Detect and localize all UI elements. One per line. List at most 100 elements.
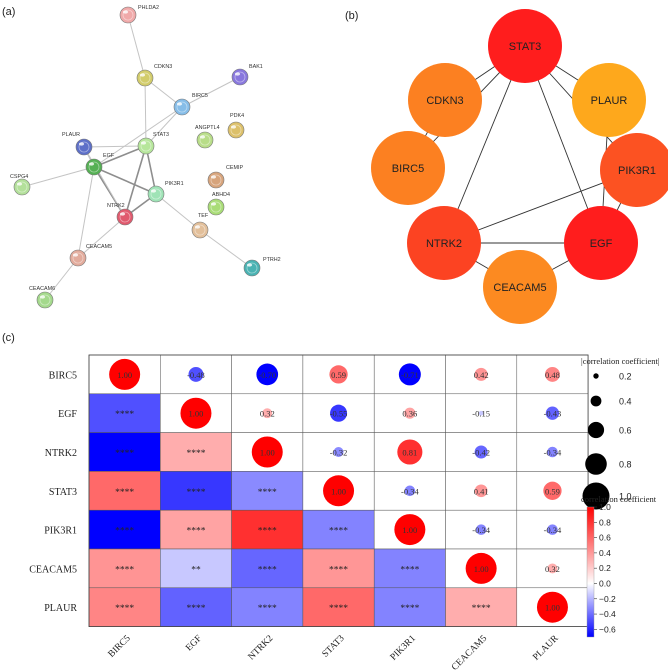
matrix-cell: 0.32 — [516, 548, 589, 589]
size-legend: |correlation coefficient|0.20.40.60.81.0 — [581, 356, 660, 510]
hub-node: PIK3R1 — [600, 133, 668, 207]
node-label: CEACAM5 — [86, 244, 112, 250]
column-label: CEACAM5 — [450, 633, 489, 670]
matrix-cell: -0.15 — [445, 393, 518, 433]
significance-label: **** — [186, 449, 205, 459]
network-node: ANGPTL4 — [195, 125, 220, 149]
network-edge — [155, 193, 201, 231]
column-label: PLAUR — [531, 633, 561, 663]
node-label: PLAUR — [62, 132, 80, 138]
network-node: PIK3R1 — [147, 181, 184, 203]
matrix-cell: **** — [231, 471, 304, 511]
row-label: EGF — [58, 409, 77, 420]
panel-b-label: (b) — [345, 10, 359, 22]
significance-label: **** — [258, 527, 277, 537]
matrix-cell: -0.55 — [302, 393, 375, 433]
matrix-cell: 0.36 — [373, 393, 446, 433]
matrix-cell: **** — [373, 587, 446, 627]
network-node: CEACAM5 — [69, 244, 112, 267]
significance-label: **** — [186, 604, 205, 614]
significance-label: **** — [115, 488, 134, 498]
network-edge — [124, 145, 147, 218]
correlation-value: -0.48 — [187, 370, 205, 380]
correlation-value: -0.32 — [330, 448, 348, 458]
matrix-cell: 0.41 — [445, 471, 518, 511]
node-label: NTRK2 — [107, 203, 125, 209]
color-legend-tick-label: −0.2 — [599, 594, 616, 604]
correlation-dot — [323, 475, 355, 507]
color-legend-tick-label: 0.6 — [599, 533, 611, 543]
matrix-cell: -0.42 — [445, 432, 518, 472]
correlation-dot — [545, 366, 560, 382]
correlation-dot — [262, 408, 273, 419]
correlation-value: 1.00 — [117, 370, 132, 380]
significance-label: **** — [258, 565, 277, 575]
significance-label: **** — [115, 449, 134, 459]
hub-node: EGF — [564, 206, 638, 280]
network-node: NTRK2 — [107, 203, 134, 226]
matrix-cell: 1.00 — [88, 354, 161, 395]
correlation-value: 0.32 — [260, 409, 275, 419]
matrix-cell: -0.70 — [231, 354, 304, 395]
size-legend-label: 0.6 — [619, 426, 632, 436]
correlation-dot — [256, 363, 279, 386]
color-legend-tick-label: −0.6 — [599, 624, 616, 634]
row-label: BIRC5 — [49, 370, 77, 381]
matrix-cell: 1.00 — [373, 509, 446, 550]
correlation-value: 1.00 — [260, 448, 275, 458]
correlation-value: 0.36 — [402, 409, 417, 419]
network-edge — [93, 166, 157, 195]
correlation-dot — [330, 404, 348, 422]
matrix-cell: **** — [160, 509, 232, 550]
column-label: BIRC5 — [107, 633, 133, 659]
correlation-dot — [180, 397, 212, 429]
hub-node: CDKN3 — [408, 63, 482, 137]
correlation-value: 0.41 — [474, 486, 489, 496]
correlation-dot — [329, 365, 348, 384]
hub-node: CEACAM5 — [483, 250, 557, 324]
correlation-dot — [404, 485, 416, 497]
network-edge — [77, 166, 95, 259]
significance-label: **** — [472, 604, 491, 614]
matrix-cell: 1.00 — [160, 393, 232, 433]
matrix-cell: **** — [373, 548, 446, 589]
network-node: CDKN3 — [136, 64, 172, 87]
matrix-cell: -0.34 — [516, 432, 589, 472]
hub-node: STAT3 — [488, 9, 562, 83]
matrix-cell: 0.59 — [302, 354, 375, 395]
matrix-cell: 0.42 — [445, 354, 518, 395]
correlation-dot — [404, 407, 416, 419]
matrix-cell: 0.48 — [516, 354, 589, 395]
size-legend-dot — [590, 395, 602, 407]
correlation-dot — [543, 481, 562, 500]
correlation-value: 0.48 — [545, 370, 560, 380]
matrix-cell: -0.43 — [516, 393, 589, 433]
significance-label: **** — [115, 604, 134, 614]
hub-label: PLAUR — [591, 95, 628, 107]
node-label: ANGPTL4 — [195, 125, 220, 131]
matrix-cell: 0.81 — [373, 432, 446, 472]
network-edge — [199, 229, 253, 269]
matrix-cell: -0.34 — [516, 509, 589, 550]
size-legend-label: 1.0 — [619, 492, 632, 502]
matrix-cell: **** — [88, 548, 161, 589]
significance-label: **** — [115, 527, 134, 537]
column-label: EGF — [184, 634, 204, 654]
network-node: CEMIP — [207, 165, 243, 189]
significance-label: **** — [400, 565, 419, 575]
correlation-dot — [536, 591, 568, 623]
significance-label: **** — [329, 604, 348, 614]
matrix-cell: **** — [302, 509, 375, 550]
correlation-dot — [394, 514, 426, 546]
correlation-value: 0.32 — [545, 564, 560, 574]
panel-c-label: (c) — [2, 332, 15, 344]
correlation-value: -0.42 — [472, 448, 490, 458]
node-label: CEMIP — [226, 165, 243, 171]
correlation-value: 0.59 — [545, 486, 560, 496]
significance-label: **** — [186, 488, 205, 498]
correlation-value: -0.15 — [472, 409, 490, 419]
correlation-value: -0.34 — [401, 486, 419, 496]
significance-label: **** — [115, 410, 134, 420]
